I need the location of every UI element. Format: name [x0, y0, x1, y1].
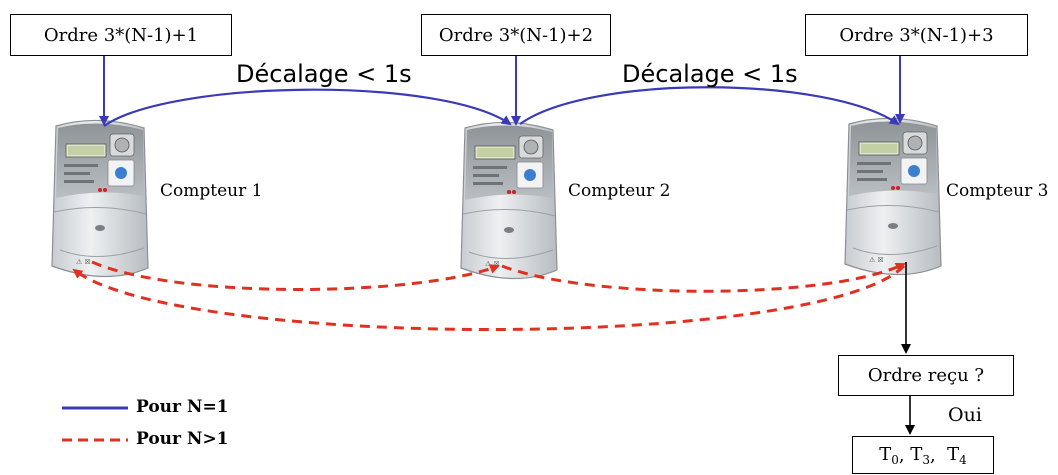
- meter-label-1: Compteur 1: [160, 181, 263, 201]
- meter-1-image: [51, 119, 149, 278]
- result-t4: T4: [947, 443, 967, 467]
- delay-label-1: Décalage < 1s: [236, 60, 412, 88]
- decision-label: Ordre reçu ?: [867, 365, 985, 386]
- decision-box: Ordre reçu ?: [838, 355, 1014, 396]
- yes-label: Oui: [948, 404, 982, 426]
- order-box-3-label: Ordre 3*(N-1)+3: [839, 24, 994, 46]
- meter-2-image: [460, 121, 558, 280]
- legend-nmore-label: Pour N>1: [136, 429, 229, 449]
- meter-label-3: Compteur 3: [946, 181, 1049, 201]
- delay-label-2: Décalage < 1s: [622, 60, 798, 88]
- order-box-2-label: Ordre 3*(N-1)+2: [438, 24, 594, 46]
- nmore-link-1-to-2: [91, 260, 500, 291]
- legend-n1-label: Pour N=1: [136, 397, 229, 417]
- meter-label-2: Compteur 2: [568, 181, 671, 201]
- order-box-1-label: Ordre 3*(N-1)+1: [43, 24, 199, 46]
- n1-link-2-to-3: [519, 86, 900, 126]
- result-t3: T3: [910, 443, 930, 467]
- result-box: T0, T3, T4: [852, 436, 994, 474]
- nmore-link-2-to-3: [501, 262, 906, 293]
- meter-3-image: [844, 117, 942, 276]
- n1-link-1-to-2: [103, 88, 512, 127]
- result-t0: T0: [879, 443, 899, 467]
- order-box-2: Ordre 3*(N-1)+2: [421, 14, 611, 56]
- order-box-1: Ordre 3*(N-1)+1: [10, 14, 232, 56]
- order-box-3: Ordre 3*(N-1)+3: [805, 14, 1028, 56]
- nmore-link-3-to-1: [72, 264, 906, 331]
